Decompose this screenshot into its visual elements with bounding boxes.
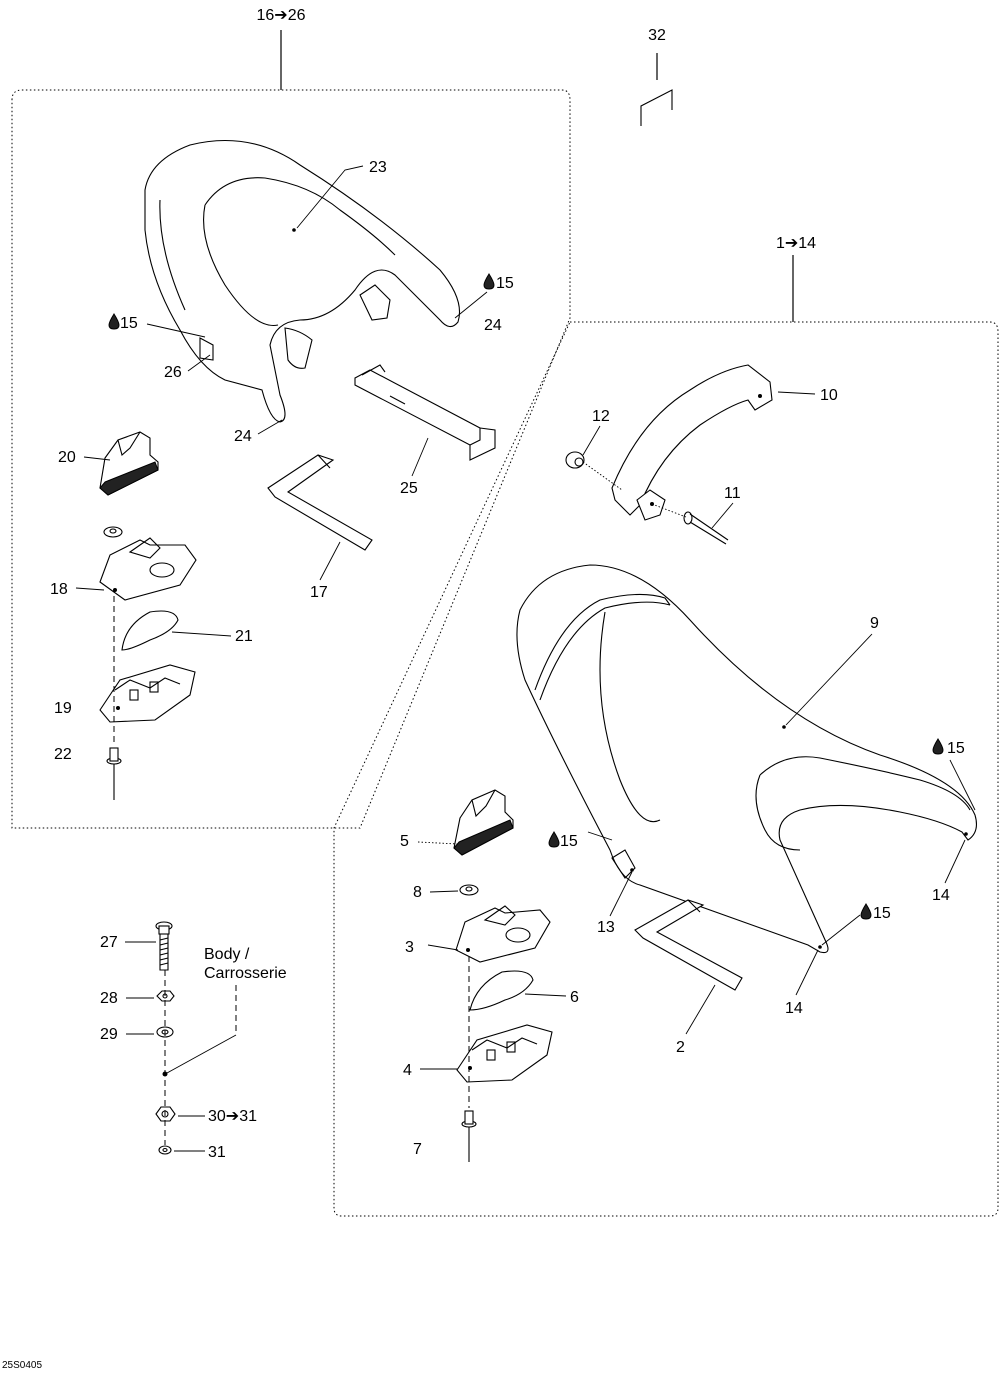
body-label-line2: Carrosserie <box>204 965 287 982</box>
callout-2: 2 <box>676 1039 685 1056</box>
callout-28: 28 <box>100 990 118 1007</box>
grease-icon <box>483 273 495 290</box>
bracket-25 <box>354 364 496 461</box>
callout-30: 30➔31 <box>208 1108 257 1125</box>
callout-3: 3 <box>405 939 414 956</box>
passenger-seat <box>144 139 461 423</box>
callout-18: 18 <box>50 581 68 598</box>
callout-6: 6 <box>570 989 579 1006</box>
screw-11 <box>683 511 729 545</box>
callout-31: 31 <box>208 1144 226 1161</box>
washer-31 <box>158 1145 172 1155</box>
callout-25: 25 <box>400 480 418 497</box>
callout-24-right: 24 <box>484 317 502 334</box>
washer-8 <box>459 884 479 896</box>
callout-15-front-mid: 15 <box>873 905 891 922</box>
rod-2 <box>634 899 743 991</box>
callout-23: 23 <box>369 159 387 176</box>
base-18 <box>99 526 197 601</box>
body-label-line1: Body / <box>204 946 250 963</box>
callout-13: 13 <box>597 919 615 936</box>
callout-7: 7 <box>413 1141 422 1158</box>
rivet-7 <box>461 1110 477 1162</box>
callout-22: 22 <box>54 746 72 763</box>
callout-29: 29 <box>100 1026 118 1043</box>
rivet-22 <box>106 747 122 800</box>
callout-26: 26 <box>164 364 182 381</box>
front-group-label: 1➔14 <box>776 235 816 252</box>
grease-icon <box>860 903 872 920</box>
callout-14-mid: 14 <box>785 1000 803 1017</box>
callout-17: 17 <box>310 584 328 601</box>
part-32-label: 32 <box>648 27 666 44</box>
callout-9: 9 <box>870 615 879 632</box>
grease-icon <box>108 313 120 330</box>
grease-icon <box>932 738 944 755</box>
grease-icon <box>548 831 560 848</box>
drawing-code: 25S0405 <box>2 1360 42 1371</box>
base-19 <box>99 664 196 723</box>
handle-10 <box>611 364 773 521</box>
rear-group-frame <box>11 89 571 829</box>
bolt-27 <box>155 921 173 971</box>
callout-27: 27 <box>100 934 118 951</box>
latch-5 <box>453 789 514 856</box>
base-4 <box>456 1024 553 1083</box>
callout-15-front-right: 15 <box>947 740 965 757</box>
callout-15-rear-right: 15 <box>496 275 514 292</box>
callout-20: 20 <box>58 449 76 466</box>
rod-17 <box>267 454 373 551</box>
callout-12: 12 <box>592 408 610 425</box>
callout-15-front-left: 15 <box>560 833 578 850</box>
base-3 <box>455 905 551 963</box>
callout-14-right: 14 <box>932 887 950 904</box>
callout-21: 21 <box>235 628 253 645</box>
callout-19: 19 <box>54 700 72 717</box>
callout-10: 10 <box>820 387 838 404</box>
callout-15-rear-left: 15 <box>120 315 138 332</box>
driver-seat-9 <box>516 564 977 954</box>
callout-11: 11 <box>724 485 741 502</box>
part-32-clip <box>640 89 673 126</box>
callout-8: 8 <box>413 884 422 901</box>
seal-21 <box>121 610 179 651</box>
rear-group-label: 16➔26 <box>257 7 306 24</box>
callout-24-left: 24 <box>234 428 252 445</box>
grommet-12 <box>565 451 585 469</box>
callout-5: 5 <box>400 833 409 850</box>
callout-4: 4 <box>403 1062 412 1079</box>
latch-20 <box>99 431 159 496</box>
seal-6 <box>469 970 534 1011</box>
